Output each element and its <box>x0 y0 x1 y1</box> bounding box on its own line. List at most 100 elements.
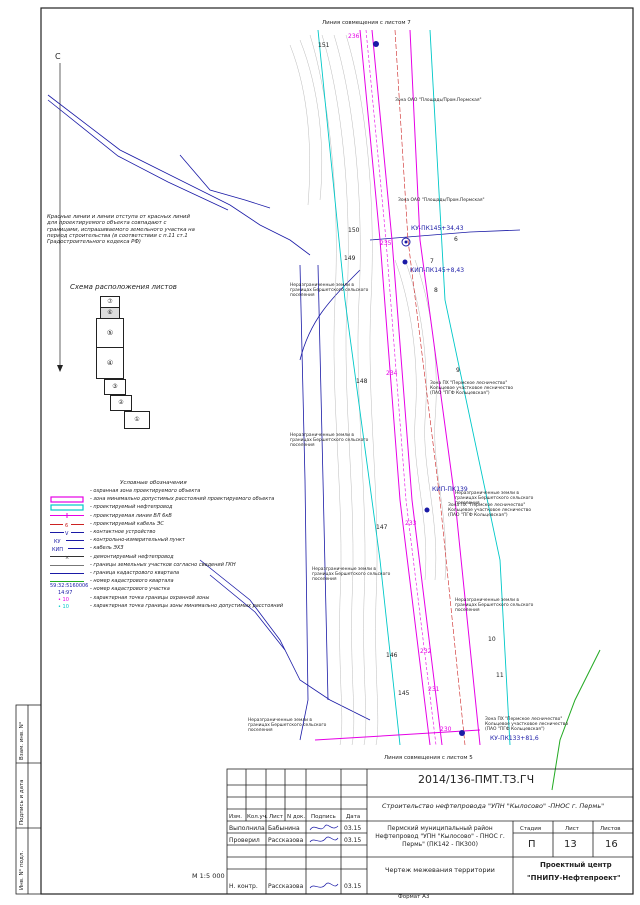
legend-label: - проектируемая линия ВЛ 6кВ <box>90 512 172 519</box>
top-match-line-label: Линия совмещения с листом 7 <box>322 20 411 26</box>
sheet-title: Чертеж межевания территории <box>385 866 495 874</box>
legend-row: - граница кадастрового квартала <box>50 570 320 582</box>
svg-text:КУ: КУ <box>54 539 61 544</box>
zone-label-3: Зона ПХ "Пермское лесничество" Кольцевое… <box>430 381 514 396</box>
pipeline-route <box>365 29 437 746</box>
boundary-6: 6 <box>454 236 458 243</box>
org-name-2: "ПНИПУ-Нефтепроект" <box>527 874 621 882</box>
legend-label: - зона минимально допустимых расстояний … <box>90 496 275 503</box>
legend-code-plot: 14:97 <box>58 590 73 596</box>
side-stamp-inv: Инв. N° подл. <box>19 850 25 890</box>
pk-label-ku-133: КУ-ПК133+81,6 <box>490 735 539 742</box>
zone-label-4: Зона ПХ "Пермское лесничество" Кольцевое… <box>448 503 532 518</box>
row-date-3: 03.15 <box>344 883 362 890</box>
boundary-9: 9 <box>456 367 460 374</box>
bottom-match-line-label: Линия совмещения с листом 5 <box>384 755 473 761</box>
legend-label: - номер кадастрового участка <box>90 586 170 593</box>
org-name-1: Проектный центр <box>540 861 612 869</box>
legend-symbol: × <box>50 545 84 561</box>
legend-label: - контрольно-измерительный пункт <box>90 537 185 544</box>
boundary-10: 10 <box>488 636 496 643</box>
row-date-2: 03.15 <box>344 837 362 844</box>
section-233: 233 <box>405 520 417 527</box>
svg-text:КИП: КИП <box>52 547 63 552</box>
pk-markers <box>373 41 465 736</box>
legend-label: - проектируемый нефтепровод <box>90 504 173 511</box>
row-role-2: Проверил <box>229 837 260 844</box>
row-name-2: Рассказова <box>268 837 304 844</box>
legend-label: - демонтируемый нефтепровод <box>90 553 174 560</box>
boundary-7: 7 <box>430 258 434 265</box>
legend-symbol <box>50 488 84 503</box>
red-lines-note: Красные линии и линии отступа от красных… <box>47 214 195 246</box>
legend-code-point-min: • 10 <box>58 604 69 610</box>
scheme-sheet-4: ④ <box>96 347 124 379</box>
legend-row: - охранная зона проектируемого объекта <box>50 488 320 503</box>
legend-label: - номер кадастрового квартала <box>90 578 174 585</box>
legend-row: - демонтируемый нефтепровод <box>50 553 320 566</box>
legend-row: 6 - проектируемая линия ВЛ 6кВ <box>50 512 320 529</box>
legend-row: ×- кабель ЭХЗ <box>50 545 320 561</box>
legend-symbol: V <box>50 521 84 537</box>
header-ndok: N док. <box>287 814 306 820</box>
format-label: Формат А3 <box>398 894 430 900</box>
svg-text:6: 6 <box>65 523 68 528</box>
header-koluch: Кол.уч. <box>247 814 268 820</box>
quarter-150: 150 <box>348 227 360 234</box>
legend-row: - характерная точка границы охранной зон… <box>50 595 320 602</box>
header-list: Лист <box>269 814 283 820</box>
stage-value: П <box>528 839 536 850</box>
section-235: 235 <box>380 240 392 247</box>
pk-label-kip-145: КИП-ПК145+8,43 <box>410 267 465 274</box>
legend-row: КУ - контактное устройство <box>50 529 320 545</box>
side-stamp-vzam: Взам. инв. N° <box>19 721 25 761</box>
legend-symbol <box>50 504 84 519</box>
row-role-1: Выполнила <box>229 825 265 832</box>
legend-row: V - проектируемый кабель ЭС <box>50 520 320 537</box>
doc-code: 2014/136-ПМТ.ТЗ.ГЧ <box>418 773 535 786</box>
legend-symbol: 6 <box>50 513 84 529</box>
row-date-1: 03.15 <box>344 825 362 832</box>
min-distance-zone <box>317 29 511 746</box>
object-description: Пермский муниципальный район Нефтепровод… <box>375 825 505 848</box>
legend-row: - номер кадастрового участка <box>50 586 320 593</box>
svg-text:×: × <box>65 555 69 560</box>
legend-row: КИП - контрольно-измерительный пункт <box>50 537 320 553</box>
quarter-148: 148 <box>356 378 368 385</box>
legend-code-quarter: 59:32:5160006 <box>50 583 89 589</box>
quarter-149: 149 <box>344 255 356 262</box>
side-note-2: Неразграниченные земли в границах Бершет… <box>290 433 369 448</box>
legend-code-point-zone: • 10 <box>58 597 69 603</box>
legend-label: - проектируемый кабель ЭС <box>90 520 164 527</box>
legend-label: - охранная зона проектируемого объекта <box>90 488 201 494</box>
quarter-151: 151 <box>318 42 330 49</box>
legend-symbol <box>50 496 84 511</box>
section-232: 232 <box>420 648 432 655</box>
legend-symbol: КУ <box>50 529 84 545</box>
legend-row: - границы земельных участков согласно св… <box>50 562 320 574</box>
side-note-6: Неразграниченные земли в границах Бершет… <box>248 718 327 733</box>
north-arrow <box>57 63 63 372</box>
legend-label: - контактное устройство <box>90 529 156 535</box>
side-note-3: Неразграниченные земли в границах Бершет… <box>455 491 534 506</box>
protection-zone <box>314 29 481 746</box>
boundary-11: 11 <box>496 672 504 679</box>
row-name-3: Рассказова <box>268 883 304 890</box>
side-stamp-grid <box>15 704 42 895</box>
zone-label-2: Зона ОАО "Площадь/Пром.Пермская" <box>398 198 485 203</box>
section-230: 230 <box>440 726 452 733</box>
section-234: 234 <box>386 370 398 377</box>
svg-text:V: V <box>65 531 69 536</box>
legend-symbol <box>50 562 84 574</box>
side-stamp-podpis: Подпись и дата <box>19 779 25 825</box>
project-title: Строительство нефтепровода "УПН "Кылосов… <box>382 802 605 810</box>
side-note-4: Неразграниченные земли в границах Бершет… <box>312 567 391 582</box>
zone-label-5: Зона ПХ "Пермское лесничество" Кольцевое… <box>485 717 569 732</box>
quarter-147: 147 <box>376 524 388 531</box>
legend-row: - номер кадастрового квартала <box>50 578 320 585</box>
scheme-sheet-2: ② <box>110 395 132 411</box>
cadastral-quarter-boundary <box>551 649 601 791</box>
legend-symbol <box>50 570 84 582</box>
